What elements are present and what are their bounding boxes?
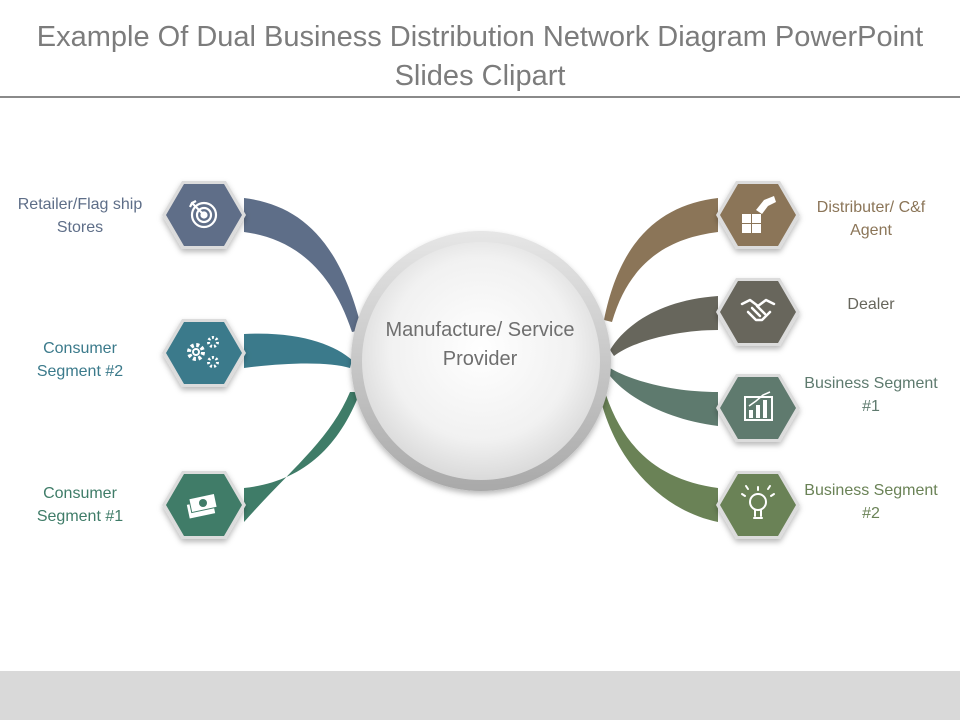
node-business-1 bbox=[716, 374, 800, 442]
node-distributer bbox=[716, 181, 800, 249]
connector-business-2 bbox=[600, 395, 718, 522]
connector-consumer-2 bbox=[244, 333, 352, 368]
node-consumer-1 bbox=[162, 471, 246, 539]
connector-business-1 bbox=[610, 368, 718, 426]
node-label-consumer-1: Consumer Segment #1 bbox=[36, 485, 124, 525]
money-icon bbox=[186, 492, 218, 519]
gears-icon bbox=[187, 336, 219, 368]
node-label-retailer: Retailer/Flag ship Stores bbox=[17, 196, 143, 236]
node-retailer bbox=[162, 181, 246, 249]
connector-dealer bbox=[610, 296, 718, 356]
node-label-dealer: Dealer bbox=[847, 296, 895, 313]
node-label-business-1: Business Segment #1 bbox=[804, 375, 938, 415]
connector-distributer bbox=[604, 198, 718, 322]
connector-consumer-1 bbox=[244, 392, 360, 522]
target-icon bbox=[189, 200, 218, 229]
lightbulb-icon bbox=[741, 485, 775, 519]
handshake-icon bbox=[740, 298, 776, 322]
bar-chart-icon bbox=[744, 391, 773, 421]
node-label-consumer-2: Consumer Segment #2 bbox=[36, 340, 124, 380]
title-divider bbox=[0, 96, 960, 98]
node-label-distributer: Distributer/ C&f Agent bbox=[816, 199, 926, 239]
center-label: Manufacture/ Service Provider bbox=[385, 319, 575, 370]
footer-band bbox=[0, 671, 960, 720]
node-dealer bbox=[716, 278, 800, 346]
node-business-2 bbox=[716, 471, 800, 539]
page-title: Example Of Dual Business Distribution Ne… bbox=[36, 21, 924, 92]
puzzle-hand-icon bbox=[742, 196, 776, 233]
connector-retailer bbox=[244, 198, 362, 332]
node-label-business-2: Business Segment #2 bbox=[804, 482, 938, 522]
node-consumer-2 bbox=[162, 319, 246, 387]
center-node bbox=[351, 231, 611, 491]
